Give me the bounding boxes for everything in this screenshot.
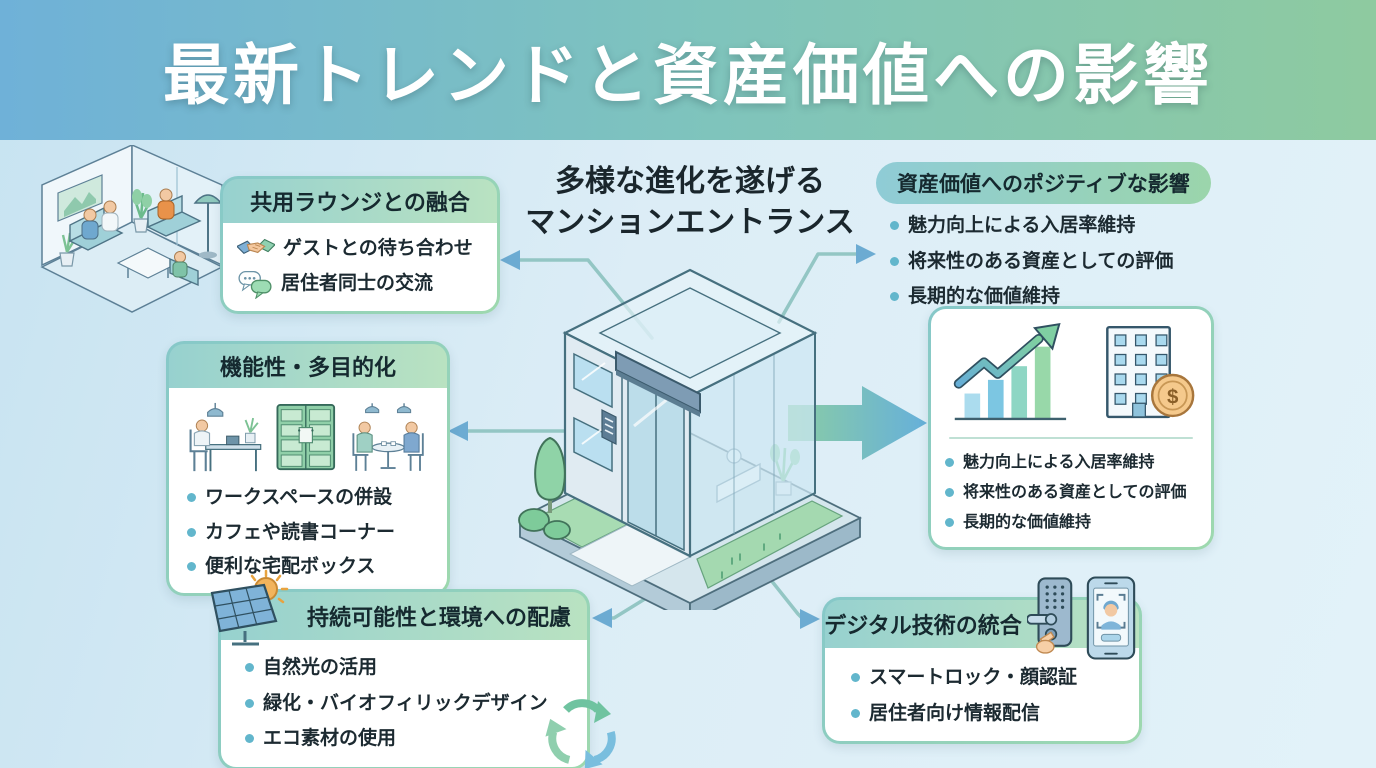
bullet-dot [945, 458, 954, 468]
list-item-label: 便利な宅配ボックス [205, 556, 376, 578]
big-right-arrow [788, 386, 927, 460]
bullet-dot [851, 673, 860, 683]
coin-symbol: $ [1167, 385, 1179, 408]
positive-impact-list: 魅力向上による入居率維持 将来性のある資産としての評価 長期的な価値維持 [890, 212, 1173, 311]
list-item: カフェや読書コーナー [187, 519, 431, 547]
entrance-building-illustration [512, 258, 878, 624]
bullet-dot [245, 663, 254, 673]
connector-top-right [777, 252, 860, 324]
list-item-label: ゲストとの待ち合わせ [283, 237, 473, 259]
list-item-label: 長期的な価値維持 [963, 514, 1092, 532]
list-item-label: スマートロック・顔認証 [869, 667, 1078, 688]
divider [949, 437, 1193, 439]
list-item: 魅力向上による入居率維持 [890, 212, 1173, 240]
cafe-illustration [352, 403, 424, 471]
list-item: 将来性のある資産としての評価 [890, 248, 1173, 276]
list-item: 長期的な価値維持 [945, 511, 1197, 534]
handshake-icon [237, 238, 275, 255]
list-item-label: ワークスペースの併設 [205, 487, 393, 508]
arrowhead-left-mid [448, 421, 468, 441]
chat-bubbles-icon [238, 270, 272, 299]
list-item: スマートロック・顔認証 [851, 664, 1119, 692]
building-coin-icon: $ [1106, 325, 1195, 419]
arrowhead-right-top [856, 244, 876, 264]
workspace-illustration [189, 402, 262, 472]
list-item: 居住者向け情報配信 [851, 700, 1119, 728]
bullet-dot [187, 562, 196, 572]
list-item-label: 魅力向上による入居率維持 [908, 215, 1136, 236]
functionality-callout-box: 機能性・多目的化 [166, 341, 450, 596]
bullet-dot [890, 221, 899, 231]
arrowhead-left-top [500, 250, 520, 270]
bullet-dot [851, 708, 860, 718]
growth-chart-icon [953, 322, 1067, 421]
list-item: ゲストとの待ち合わせ [237, 235, 483, 263]
list-item: 将来性のある資産としての評価 [945, 481, 1197, 504]
list-item-label: カフェや読書コーナー [205, 521, 396, 543]
center-heading: 多様な進化を遂げる マンションエントランス [470, 162, 910, 243]
smartphone-face-icon [1086, 576, 1136, 660]
asset-value-box: $ 魅力向上による入居率維持 将来性のある資産としての評価 長期的な価値維持 [928, 306, 1214, 550]
bullet-dot [187, 527, 196, 537]
list-item: 便利な宅配ボックス [187, 553, 431, 581]
lounge-illustration [30, 143, 235, 325]
recycle-icon [545, 698, 616, 768]
list-item-label: エコ素材の使用 [263, 728, 397, 750]
list-item-label: 将来性のある資産としての評価 [963, 484, 1187, 502]
list-item: 長期的な価値維持 [890, 283, 1173, 311]
list-item-label: 長期的な価値維持 [908, 286, 1061, 308]
bullet-dot [187, 493, 196, 503]
list-item-label: 自然光の活用 [263, 657, 378, 678]
center-heading-line2: マンションエントランス [525, 205, 855, 239]
sustainability-callout-box: 持続可能性と環境への配慮 自然光の活用 緑化・バイオフィリックデザイン エコ素材… [210, 569, 616, 768]
list-item-label: 将来性のある資産としての評価 [908, 250, 1174, 272]
bullet-dot [245, 698, 254, 708]
bullet-dot [890, 292, 899, 302]
list-item-label: 緑化・バイオフィリックデザイン [263, 692, 548, 714]
arrowhead-bottom-right [800, 609, 820, 629]
arrowhead-bottom-left [592, 608, 612, 628]
page-title: 最新トレンドと資産価値への影響 [163, 38, 1213, 112]
solar-panel-icon [210, 569, 289, 646]
center-heading-line1: 多様な進化を遂げる [555, 165, 825, 198]
list-item-label: 居住者向け情報配信 [869, 702, 1041, 724]
list-item: 魅力向上による入居率維持 [945, 451, 1197, 474]
lounge-callout-box: 共用ラウンジとの融合 ゲストとの待ち合わせ [220, 176, 500, 314]
bullet-dot [945, 518, 954, 528]
list-item: 自然光の活用 [245, 654, 567, 682]
list-item-label: 魅力向上による入居率維持 [963, 454, 1155, 471]
function-box-title: 機能性・多目的化 [169, 344, 447, 388]
list-item: エコ素材の使用 [245, 725, 567, 753]
lounge-box-title: 共用ラウンジとの融合 [223, 179, 497, 223]
bullet-dot [890, 256, 899, 266]
parcel-lockers-illustration [276, 403, 336, 471]
bullet-dot [945, 488, 954, 498]
title-banner: 最新トレンドと資産価値への影響 [0, 0, 1376, 140]
bullet-dot [245, 734, 254, 744]
list-item: ワークスペースの併設 [187, 484, 431, 512]
smart-lock-icon [1027, 577, 1073, 654]
list-item: 緑化・バイオフィリックデザイン [245, 690, 567, 718]
digital-callout-box: デジタル技術の統合 スマートロック・顔認証 居住者向け情報配信 [822, 576, 1142, 745]
positive-impact-title: 資産価値へのポジティブな影響 [876, 162, 1211, 204]
list-item: 居住者同士の交流 [237, 269, 483, 299]
list-item-label: 居住者同士の交流 [281, 272, 434, 294]
digital-box-title: デジタル技術の統合 [824, 600, 1139, 648]
